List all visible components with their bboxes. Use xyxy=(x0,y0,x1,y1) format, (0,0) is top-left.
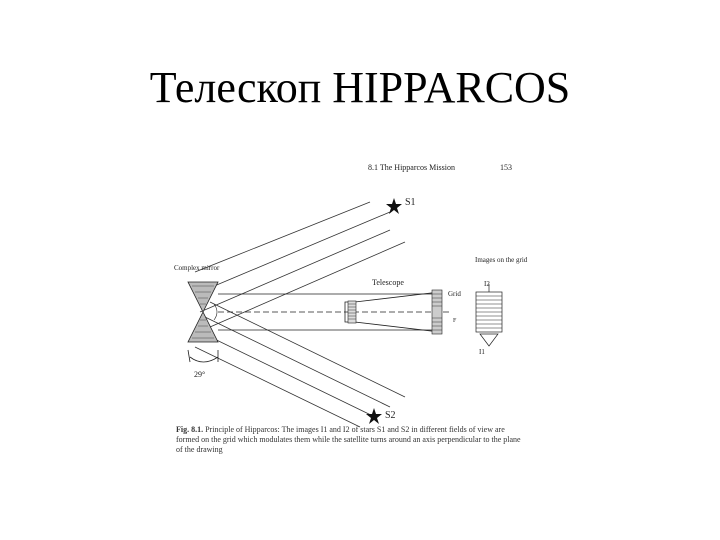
complex-mirror-shape xyxy=(187,281,219,343)
telescope-tube xyxy=(218,293,450,331)
label-angle: 29° xyxy=(194,370,205,379)
label-i1: I1 xyxy=(479,348,485,356)
diagram-drawing: 8.1 The Hipparcos Mission 153 S1 S2 xyxy=(174,163,528,428)
grid-block xyxy=(431,289,443,335)
label-complex-mirror: Complex mirror xyxy=(174,264,220,272)
mirror-angle-marker xyxy=(213,303,218,321)
caption-text: Principle of Hipparcos: The images I1 an… xyxy=(176,425,521,454)
figure-header-section: 8.1 The Hipparcos Mission xyxy=(368,163,455,172)
star-s2-icon xyxy=(366,408,382,424)
caption-prefix: Fig. 8.1. xyxy=(176,425,204,434)
label-images-on-grid: Images on the grid xyxy=(475,256,528,264)
label-focus: F xyxy=(453,318,457,324)
label-s1: S1 xyxy=(405,197,416,208)
label-grid: Grid xyxy=(448,290,461,298)
rays-from-s1 xyxy=(194,201,406,328)
label-s2: S2 xyxy=(385,410,396,421)
label-telescope: Telescope xyxy=(372,278,404,287)
label-i2: I2 xyxy=(484,280,490,288)
figure-caption: Fig. 8.1. Principle of Hipparcos: The im… xyxy=(176,425,521,455)
grid-detail xyxy=(475,284,503,347)
star-s1-icon xyxy=(386,198,402,214)
primary-mirror-block xyxy=(347,300,357,324)
hipparcos-diagram: 8.1 The Hipparcos Mission 153 S1 S2 xyxy=(150,152,540,472)
slide-title: Телескоп HIPPARCOS xyxy=(149,63,571,112)
figure-header-page: 153 xyxy=(500,163,512,172)
angle-arc xyxy=(187,349,219,363)
rays-from-s2 xyxy=(194,301,406,428)
